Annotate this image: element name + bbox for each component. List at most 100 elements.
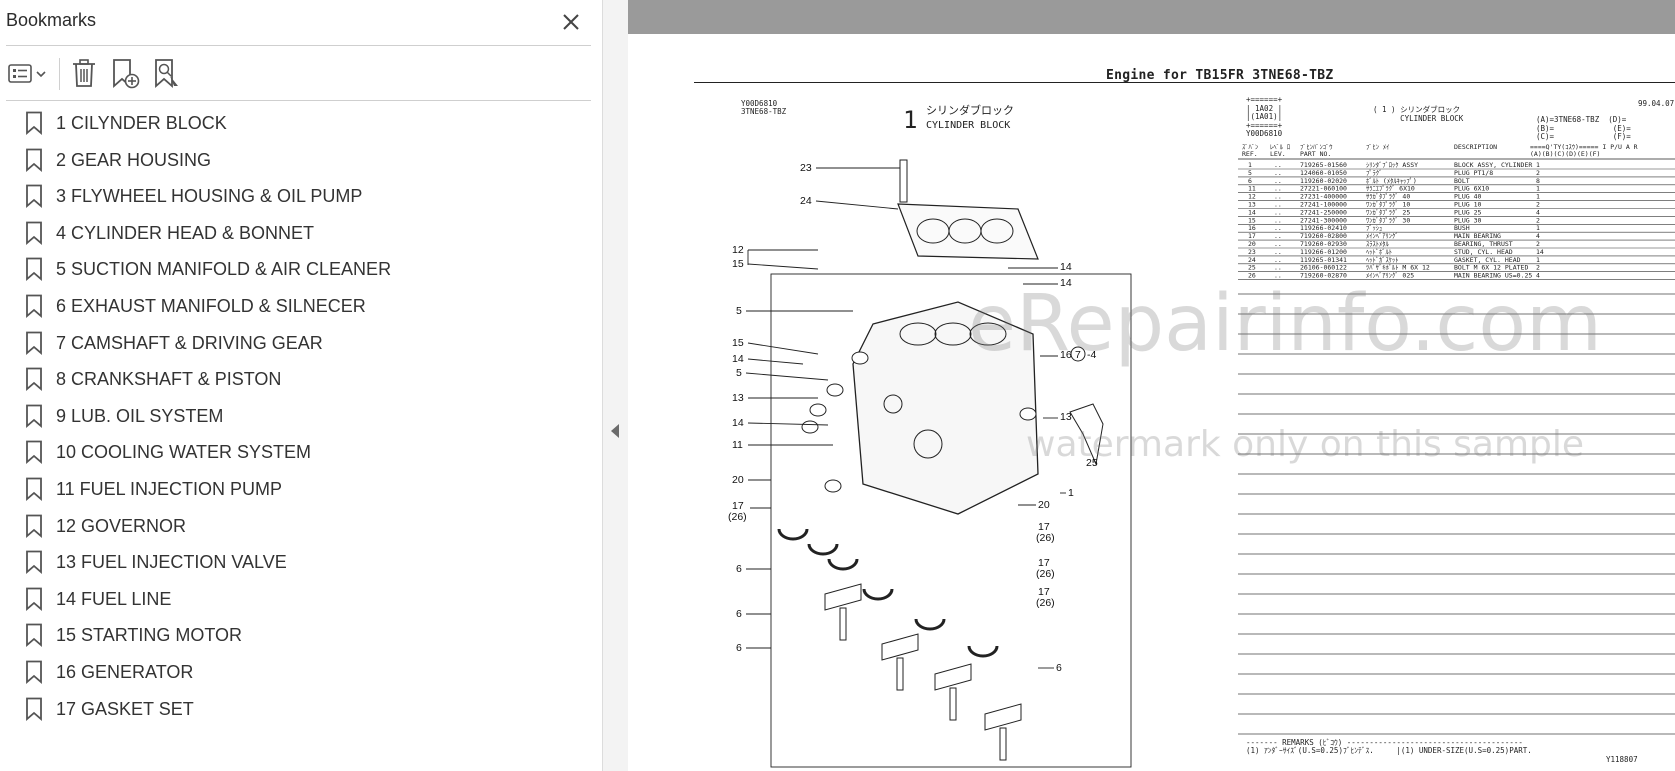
callout-label: 14 [732, 417, 744, 429]
cell-qty: 4 [1536, 232, 1540, 240]
collapse-panel-handle[interactable] [603, 0, 628, 771]
callout-label: 15 [732, 337, 744, 349]
cell-description: BUSH [1454, 224, 1470, 232]
callout-label: 23 [800, 162, 812, 174]
bookmark-icon [26, 550, 42, 575]
bookmark-item[interactable]: 14 FUEL LINE [0, 581, 590, 617]
column-header-name_jp: ﾌﾞﾋﾝ ﾒｲ [1366, 144, 1389, 151]
callout-label: 7 [1075, 349, 1081, 361]
find-bookmark-button[interactable] [150, 56, 182, 92]
bookmark-item[interactable]: 10 COOLING WATER SYSTEM [0, 434, 590, 470]
cell-part-no: 124060-01050 [1300, 169, 1347, 177]
bookmark-label: 11 FUEL INJECTION PUMP [56, 479, 283, 499]
bookmark-item[interactable]: 1 CILYNDER BLOCK [0, 105, 590, 141]
block-port [883, 394, 903, 414]
close-button[interactable] [555, 6, 587, 38]
bookmark-item[interactable]: 12 GOVERNOR [0, 508, 590, 544]
bookmark-label: 10 COOLING WATER SYSTEM [56, 442, 312, 463]
cell-description: BEARING, THRUST [1454, 240, 1513, 248]
leader-line [815, 200, 899, 210]
bookmark-label: 8 CRANKSHAFT & PISTON [56, 369, 282, 390]
bearing-cap [984, 703, 1022, 731]
bookmark-item[interactable]: 11 FUEL INJECTION PUMP [0, 471, 590, 507]
callout-label: (26) [1036, 568, 1055, 580]
main-bearing [862, 588, 894, 601]
bookmark-item[interactable]: 9 LUB. OIL SYSTEM [0, 398, 590, 434]
side-plate [1069, 403, 1104, 466]
main-bearing [807, 543, 839, 556]
bookmark-options-icon [8, 64, 46, 83]
cell-description: BOLT M 6X 12 PLATED [1454, 264, 1528, 272]
leader-line [747, 358, 804, 365]
toolbar-divider [59, 58, 60, 90]
bookmark-item[interactable]: 15 STARTING MOTOR [0, 617, 590, 653]
cell-lev: .. [1274, 272, 1282, 280]
cell-name-jp: ﾂﾊﾞｻﾞｷﾎﾞﾙﾄ M 6X 12 [1366, 264, 1430, 272]
cell-ref: 26 [1248, 272, 1256, 280]
cell-qty: 4 [1536, 272, 1540, 280]
bookmark-item[interactable]: 8 CRANKSHAFT & PISTON [0, 361, 590, 397]
delete-bookmark-icon [73, 59, 95, 87]
bookmark-item[interactable]: 2 GEAR HOUSING [0, 142, 590, 178]
cell-ref: 20 [1248, 240, 1256, 248]
cell-qty: 1 [1536, 161, 1540, 169]
cell-lev: .. [1274, 201, 1282, 209]
cell-ref: 15 [1248, 216, 1256, 224]
callout-label: 6 [736, 608, 742, 620]
cell-lev: .. [1274, 169, 1282, 177]
toolbar-divider-line [6, 100, 591, 101]
column-header-qty: (A)(B)(C)(D)(E)(F) [1530, 150, 1600, 158]
bookmark-item[interactable]: 13 FUEL INJECTION VALVE [0, 544, 590, 580]
bookmark-item[interactable]: 5 SUCTION MANIFOLD & AIR CLEANER [0, 251, 590, 287]
cell-name-jp: ﾎﾞﾙﾄ (ﾒﾀﾙｷｬｯﾌﾟ) [1366, 177, 1417, 185]
bookmark-item[interactable]: 16 GENERATOR [0, 654, 590, 690]
bookmarks-header: Bookmarks [0, 0, 603, 46]
leader-line [745, 372, 829, 381]
table-block-id: +======+ | 1A02 | |(1A01)| +======+ Y00D… [1246, 95, 1283, 138]
bookmark-item[interactable]: 17 GASKET SET [0, 691, 590, 727]
bookmark-icon [26, 514, 42, 538]
cell-name-jp: ﾜﾝｶﾞﾀﾌﾟﾗｸﾞ 10 [1366, 201, 1410, 209]
cell-lev: .. [1274, 248, 1282, 256]
bookmark-item[interactable]: 4 CYLINDER HEAD & BONNET [0, 215, 590, 251]
bookmark-label: 4 CYLINDER HEAD & BONNET [56, 222, 315, 243]
bookmark-icon [26, 148, 42, 172]
cell-description: PLUG 40 [1454, 193, 1481, 201]
options-button[interactable] [6, 56, 50, 92]
plug [1019, 407, 1037, 421]
callout-label: 5 [736, 367, 742, 379]
bookmark-item[interactable]: 6 EXHAUST MANIFOLD & SILNECER [0, 288, 590, 324]
column-header-description: DESCRIPTION [1454, 144, 1497, 151]
callout-label: (26) [1036, 597, 1055, 609]
bookmark-label: 3 FLYWHEEL HOUSING & OIL PUMP [56, 186, 363, 207]
cylinder-block [852, 301, 1039, 515]
bookmark-label: 6 EXHAUST MANIFOLD & SILNECER [56, 296, 366, 316]
cell-lev: .. [1274, 161, 1282, 169]
footer-code: Y118807 [1606, 755, 1638, 764]
document-viewer[interactable]: Engine for TB15FR 3TNE68-TBZ Y00D6810 3T… [628, 0, 1675, 771]
leader-line [747, 422, 829, 426]
add-bookmark-button[interactable] [108, 56, 142, 92]
cell-lev: .. [1274, 224, 1282, 232]
document-date: 99.04.07 [1638, 99, 1675, 108]
cap-bolt [999, 727, 1007, 761]
cell-lev: .. [1274, 216, 1282, 224]
cap-bolt [949, 687, 957, 721]
delete-bookmark-button[interactable] [68, 56, 100, 92]
section-name-jp: シリンダブロック [926, 104, 1014, 117]
add-bookmark-icon [113, 59, 140, 89]
cell-name-jp: ﾒｲﾝﾍﾞｱﾘﾝｸﾞ 025 [1366, 272, 1414, 280]
cell-lev: .. [1274, 232, 1282, 240]
callout-label: -4 [1087, 349, 1096, 361]
document-title: Engine for TB15FR 3TNE68-TBZ [1106, 68, 1334, 83]
cell-description: PLUG 6X10 [1454, 185, 1489, 193]
cell-name-jp: ﾌﾞｯｼｭ [1366, 224, 1382, 232]
bookmark-item[interactable]: 3 FLYWHEEL HOUSING & OIL PUMP [0, 178, 590, 214]
cell-ref: 13 [1248, 201, 1256, 209]
cell-part-no: 27241-300000 [1300, 216, 1347, 224]
bookmark-item[interactable]: 7 CAMSHAFT & DRIVING GEAR [0, 325, 590, 361]
cell-description: PLUG PT1/8 [1454, 169, 1493, 177]
